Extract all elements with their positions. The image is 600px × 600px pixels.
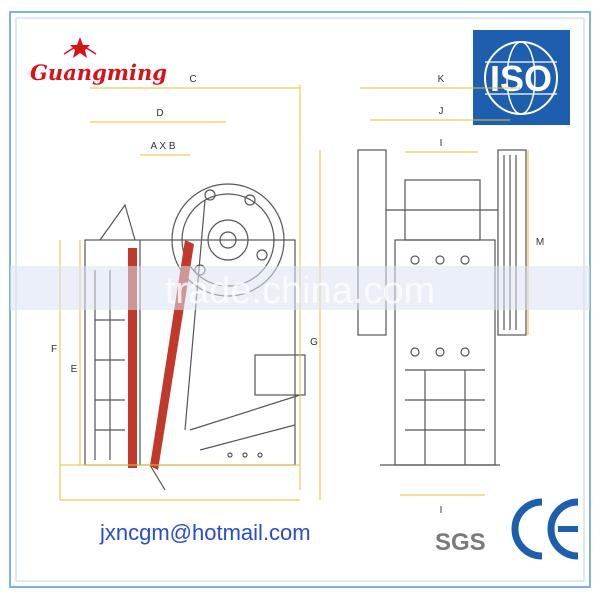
watermark-band [10,266,590,310]
front-bolt [410,255,420,265]
ce-mark-icon: CE [511,498,579,576]
front-bolt [435,347,445,357]
ce-mark-e [547,498,579,560]
iso-badge: ISO [473,30,570,125]
globe-meridian [506,41,536,115]
contact-email: jxncgm@hotmail.com [99,520,311,545]
ce-label: CE [555,574,557,576]
bolt-hole [227,452,233,458]
dimension-d-label: D [156,108,163,119]
front-bolt [460,347,470,357]
front-bolt [460,255,470,265]
iso-label: ISO [490,58,552,99]
dimension-j-label: J [439,106,444,117]
tension-rod [199,424,296,451]
pitman-arm [184,199,206,431]
sgs-badge: SGS [435,529,486,556]
left-flywheel-side [357,149,387,336]
right-pulley-side [497,149,527,336]
feed-hopper [99,203,136,241]
bolt-hole [242,452,248,458]
front-bolt [410,347,420,357]
brand-logo: Guangming [30,37,167,85]
flywheel-bolt [244,194,256,206]
discharge-lip [149,464,166,491]
dimension-f-label: F [51,344,57,355]
dimension-c-label: C [189,74,196,85]
dimension-m-label: M [536,237,544,248]
bolt-hole [257,452,263,458]
brand-star-icon [70,37,90,58]
dimension-g-label: G [310,337,318,348]
dimension-axb-label: A X B [150,141,175,152]
toggle-plate [189,394,301,431]
flywheel-bolt [204,189,216,201]
dimension-k-label: K [438,74,445,85]
dimension-i-bottom-label: I [440,505,443,516]
dimension-i-label: I [440,138,443,149]
dimension-e-label: E [71,364,78,375]
brand-arc [63,43,97,55]
ce-mark-c [511,498,543,560]
front-bolt [435,255,445,265]
iso-badge-background [473,30,570,125]
watermark-text: trade.china.com [165,270,435,312]
tension-spring-box [254,354,306,396]
brand-name: Guangming [30,60,167,85]
flywheel-bolt [256,249,268,261]
